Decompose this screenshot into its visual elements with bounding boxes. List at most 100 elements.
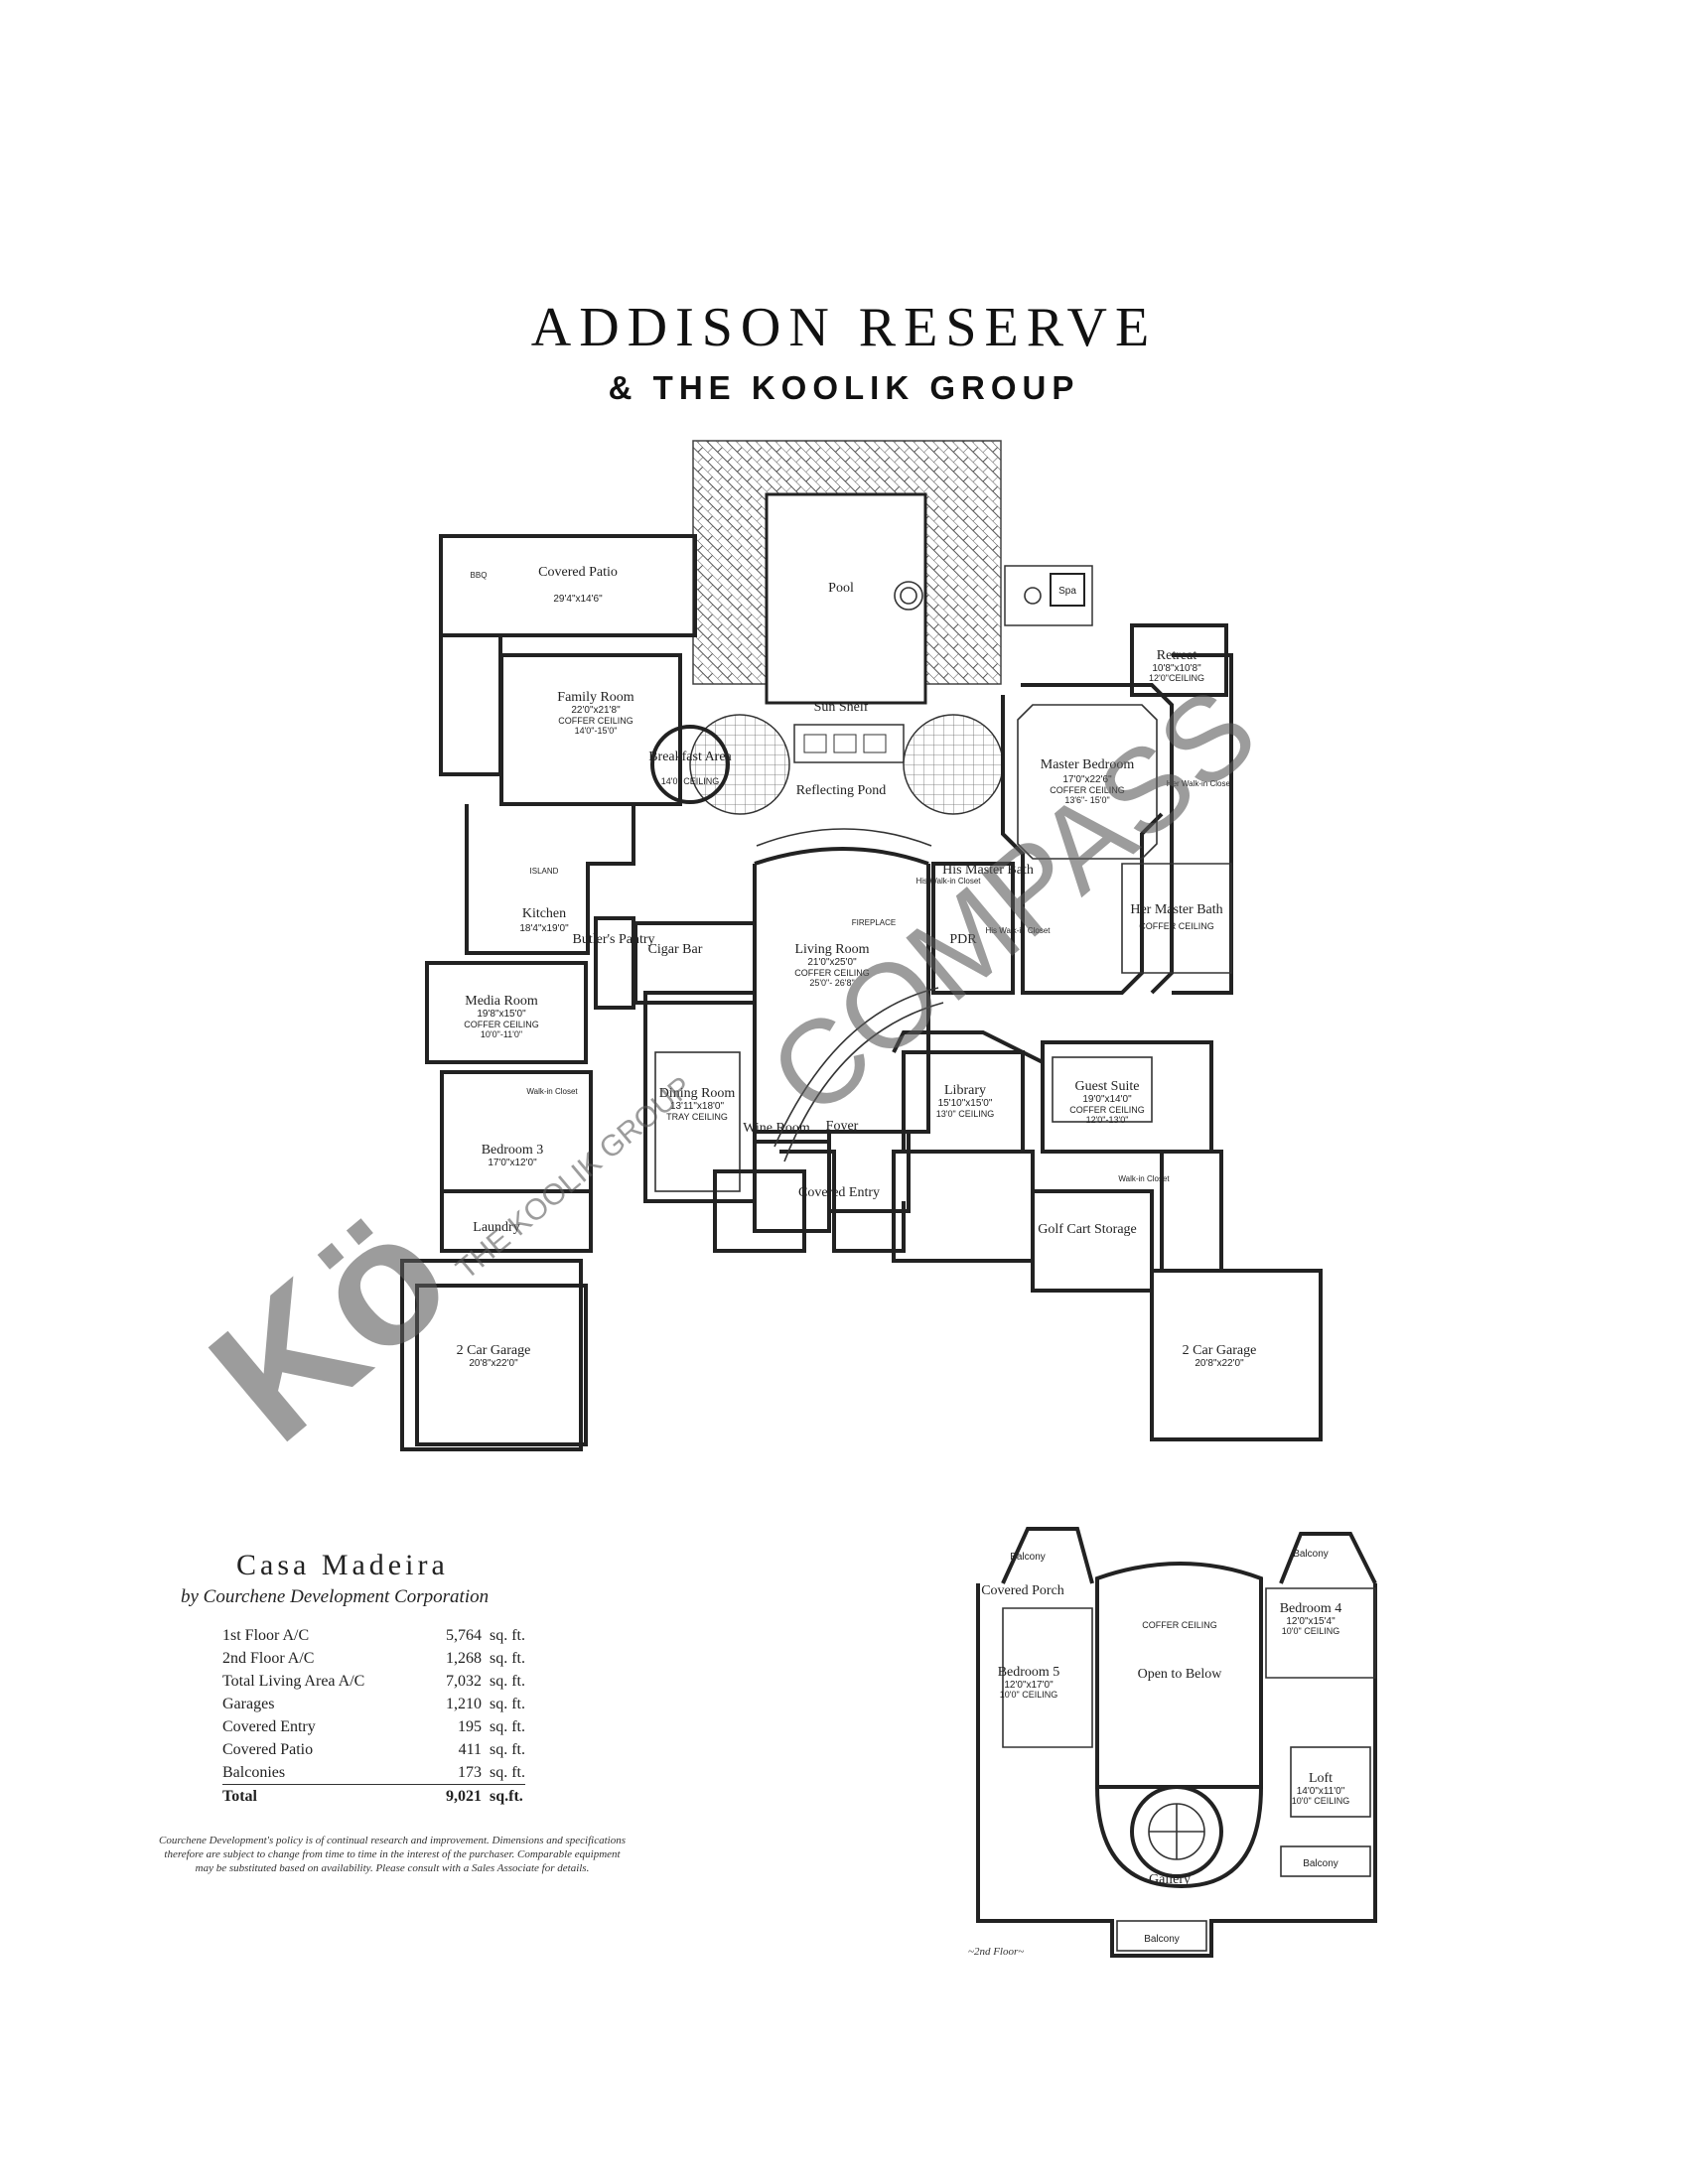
area-value: 195 [458, 1717, 482, 1735]
pdr-label: PDR [949, 932, 977, 947]
koolik-mark-watermark: Kö [175, 1173, 486, 1479]
area-value: 5,764 [446, 1626, 482, 1644]
media-room-dims: 19'8"x15'0" [477, 1009, 526, 1020]
garage-left-dims: 20'8"x22'0" [469, 1358, 518, 1369]
room-labels-floor2: Balcony Covered Porch COFFER CEILING Ope… [981, 1549, 1349, 1945]
library-dims: 15'10"x15'0" [938, 1098, 993, 1109]
builder-name: by Courchene Development Corporation [181, 1586, 490, 1607]
bedroom5-dims: 12'0"x17'0" [1004, 1680, 1054, 1691]
floor1-walls [400, 534, 1323, 1451]
retreat-label: Retreat [1157, 648, 1197, 663]
room-labels-floor1: BBQ Covered Patio 29'4"x14'6" Pool Spa R… [457, 565, 1257, 1369]
coffer-ceiling-label: COFFER CEILING [1142, 1620, 1217, 1630]
dining-room-ceiling: TRAY CEILING [666, 1112, 728, 1122]
bedroom4-label: Bedroom 4 [1280, 1601, 1342, 1616]
guest-suite-dims: 19'0"x14'0" [1082, 1094, 1132, 1105]
area-value: 411 [458, 1740, 482, 1758]
bedroom4-ceiling: 10'0" CEILING [1282, 1626, 1339, 1636]
loft-ceiling: 10'0" CEILING [1292, 1796, 1349, 1806]
guest-walkin-label: Walk-in Closet [1118, 1174, 1170, 1183]
area-unit: sq. ft. [490, 1717, 525, 1735]
open-below-label: Open to Below [1138, 1667, 1223, 1682]
master-bedroom-height: 13'6"- 15'0" [1064, 795, 1109, 805]
media-room-height: 10'0"-11'0" [481, 1029, 522, 1039]
area-label: Covered Entry [222, 1717, 316, 1735]
guest-suite-height: 12'0"-13'0" [1086, 1115, 1129, 1125]
media-room-ceiling: COFFER CEILING [464, 1020, 539, 1029]
disclaimer-text: Courchene Development's policy is of con… [159, 1835, 626, 1874]
area-unit: sq. ft. [490, 1740, 525, 1758]
media-room-label: Media Room [465, 994, 538, 1009]
total-value: 9,021 [446, 1787, 482, 1805]
pool-deck [689, 440, 1093, 847]
family-room-ceiling: COFFER CEILING [558, 716, 633, 726]
covered-porch-label: Covered Porch [981, 1583, 1064, 1598]
garage-right-dims: 20'8"x22'0" [1195, 1358, 1244, 1369]
area-unit: sq. ft. [490, 1626, 525, 1644]
floor2-label: ~2nd Floor~ [968, 1946, 1025, 1958]
area-row: Covered Entry 195 sq. ft. [222, 1715, 525, 1738]
breakfast-ceiling: 14'0" CEILING [661, 776, 719, 786]
bbq-label: BBQ [471, 571, 488, 580]
bedroom3-label: Bedroom 3 [482, 1143, 544, 1158]
cigar-bar-label: Cigar Bar [648, 942, 703, 957]
bedroom5-label: Bedroom 5 [998, 1665, 1060, 1680]
kitchen-label: Kitchen [522, 906, 566, 921]
living-room-ceiling: COFFER CEILING [794, 968, 870, 978]
header-subtitle: & THE KOOLIK GROUP [608, 369, 1080, 406]
header-title: ADDISON RESERVE [530, 297, 1158, 358]
guest-suite-label: Guest Suite [1075, 1079, 1140, 1094]
island-label: ISLAND [530, 867, 559, 876]
master-bedroom-dims: 17'0"x22'6" [1062, 774, 1112, 785]
guest-suite-ceiling: COFFER CEILING [1069, 1105, 1145, 1115]
his-walkin-2-label: His Walk-in Closet [985, 926, 1051, 935]
total-label: Total [222, 1787, 257, 1805]
balcony-r-label: Balcony [1303, 1858, 1338, 1869]
his-master-bath-label: His Master Bath [942, 863, 1034, 878]
fireplace-label: FIREPLACE [852, 918, 896, 927]
area-row: Covered Patio 411 sq. ft. [222, 1738, 525, 1761]
covered-patio-dims: 29'4"x14'6" [553, 594, 603, 605]
koolik-name-watermark: THE KOOLIK GROUP [450, 1070, 698, 1286]
butlers-pantry-label: Butler's Pantry [572, 932, 654, 947]
covered-entry-label: Covered Entry [798, 1185, 880, 1200]
balcony-tr-label: Balcony [1293, 1549, 1329, 1560]
area-unit: sq. ft. [490, 1672, 525, 1690]
family-room-label: Family Room [557, 690, 634, 705]
breakfast-label: Breakfast Area [648, 750, 732, 764]
his-walkin-1-label: His Walk-in Closet [915, 877, 981, 886]
laundry-label: Laundry [473, 1220, 519, 1235]
her-walkin-label: Her Walk-in Closet [1167, 779, 1233, 788]
loft-label: Loft [1309, 1771, 1333, 1786]
area-unit: sq. ft. [490, 1761, 525, 1785]
area-row: Total Living Area A/C 7,032 sq. ft. [222, 1670, 525, 1693]
area-label: Covered Patio [222, 1740, 314, 1758]
master-bedroom-label: Master Bedroom [1041, 757, 1135, 772]
bedroom4-dims: 12'0"x15'4" [1286, 1616, 1336, 1627]
area-summary: Casa Madeira by Courchene Development Co… [159, 1549, 626, 1875]
foyer-label: Foyer [826, 1119, 859, 1134]
reflecting-pond-label: Reflecting Pond [796, 783, 887, 798]
floor2-walls [976, 1527, 1377, 1958]
kitchen-dims: 18'4"x19'0" [519, 923, 569, 934]
her-master-bath-ceiling: COFFER CEILING [1139, 921, 1214, 931]
retreat-dims: 10'8"x10'8" [1152, 663, 1201, 674]
area-label: Total Living Area A/C [222, 1672, 365, 1690]
living-room-height: 25'0"- 26'8" [809, 978, 854, 988]
spa-label: Spa [1058, 586, 1076, 597]
area-value: 7,032 [446, 1672, 482, 1690]
loft-dims: 14'0"x11'0" [1297, 1786, 1345, 1797]
gallery-label: Gallery [1149, 1872, 1191, 1887]
wine-room-label: Wine Room [743, 1121, 810, 1136]
bedroom5-ceiling: 10'0" CEILING [1000, 1690, 1057, 1700]
area-unit: sq. ft. [490, 1649, 525, 1667]
balcony-tl-label: Balcony [1010, 1552, 1046, 1563]
bed3-walkin-label: Walk-in Closet [526, 1087, 578, 1096]
area-unit: sq. ft. [490, 1695, 525, 1712]
garage-right-label: 2 Car Garage [1183, 1343, 1257, 1358]
